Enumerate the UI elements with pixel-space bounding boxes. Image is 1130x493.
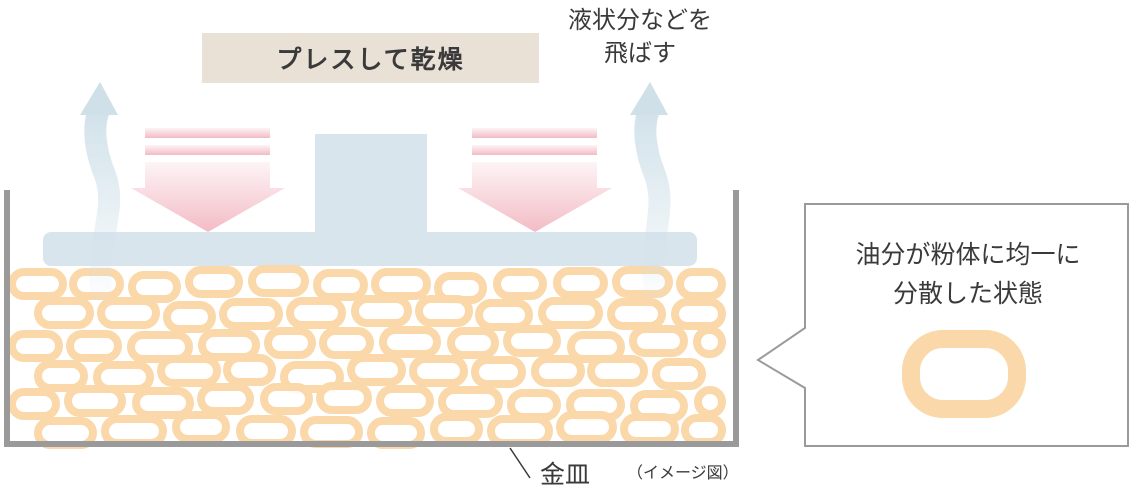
powder-particle — [128, 271, 181, 303]
powder-particle — [93, 361, 154, 393]
powder-particle — [438, 386, 503, 418]
callout-particle-icon — [902, 330, 1026, 418]
evaporate-label-line-1: 液状分などを — [568, 6, 712, 34]
powder-particle — [430, 413, 483, 445]
powder-particle — [671, 298, 726, 330]
powder-particle — [223, 354, 276, 386]
powder-particle — [507, 389, 561, 421]
callout-text: 油分が粉体に均一に 分散した状態 — [808, 235, 1128, 313]
powder-particle — [157, 355, 221, 387]
powder-particle — [409, 355, 468, 387]
evaporate-label: 液状分などを 飛ばす — [540, 4, 740, 70]
powder-particle — [531, 355, 585, 387]
powder-particle — [676, 268, 726, 300]
powder-particle — [471, 356, 526, 388]
powder-particle — [8, 268, 67, 300]
powder-particles — [8, 265, 726, 449]
powder-particle — [347, 354, 406, 386]
powder-particle — [351, 295, 412, 327]
powder-particle — [607, 298, 666, 330]
powder-particle — [587, 355, 648, 387]
powder-particle — [101, 415, 167, 447]
powder-particle — [379, 326, 441, 358]
powder-particle — [376, 385, 434, 417]
powder-particle — [493, 268, 547, 300]
powder-particle — [475, 299, 533, 331]
powder-particle — [34, 360, 88, 392]
title: プレスして乾燥 — [276, 45, 465, 74]
powder-particle — [127, 331, 193, 363]
evaporation-arrow-left — [80, 82, 121, 301]
press-arrow-right — [458, 128, 612, 232]
powder-particle — [185, 266, 243, 298]
powder-particle — [248, 265, 309, 297]
powder-particle — [197, 383, 254, 415]
press-stem — [315, 134, 427, 240]
powder-particle — [694, 386, 726, 418]
powder-particle — [286, 297, 346, 329]
powder-particle — [8, 388, 60, 420]
powder-particle — [97, 297, 160, 329]
powder-particle — [415, 295, 473, 327]
callout-line-2: 分散した状態 — [892, 279, 1043, 308]
powder-particle — [280, 361, 344, 393]
powder-particle — [132, 387, 194, 419]
powder-particle — [447, 327, 499, 359]
powder-particle — [620, 413, 679, 445]
powder-particle — [316, 382, 372, 414]
powder-particle — [260, 383, 313, 415]
powder-particle — [34, 297, 94, 329]
powder-particle — [553, 267, 608, 299]
powder-particle — [652, 358, 706, 390]
powder-particle — [66, 330, 122, 362]
powder-particle — [163, 301, 216, 333]
evaporation-arrow-right — [630, 82, 671, 301]
dish-label: 金皿 — [540, 460, 591, 489]
evaporate-label-line-2: 飛ばす — [604, 39, 676, 67]
press-base — [43, 232, 697, 266]
powder-particle — [219, 298, 283, 330]
metal-dish — [4, 190, 739, 447]
powder-particle — [693, 326, 726, 358]
dish-pointer-line — [509, 447, 531, 479]
powder-particle — [172, 411, 230, 443]
powder-particle — [64, 385, 126, 417]
callout-line-1: 油分が粉体に均一に — [855, 240, 1081, 269]
image-note: （イメージ図） — [627, 463, 739, 482]
powder-particle — [313, 269, 368, 301]
callout-bubble — [756, 203, 1129, 447]
powder-particle — [681, 414, 726, 446]
powder-particle — [556, 411, 617, 443]
powder-particle — [629, 325, 688, 357]
powder-particle — [538, 297, 603, 329]
powder-particle — [300, 416, 363, 448]
press-arrow-left — [131, 128, 285, 232]
powder-particle — [198, 329, 260, 361]
title-banner: プレスして乾燥 — [202, 33, 539, 83]
powder-particle — [371, 268, 431, 300]
powder-particle — [264, 327, 316, 359]
powder-particle — [319, 327, 374, 359]
press-plate — [43, 134, 697, 266]
powder-particle — [8, 330, 63, 362]
powder-particle — [487, 415, 553, 447]
powder-particle — [236, 415, 296, 447]
powder-particle — [503, 325, 561, 357]
